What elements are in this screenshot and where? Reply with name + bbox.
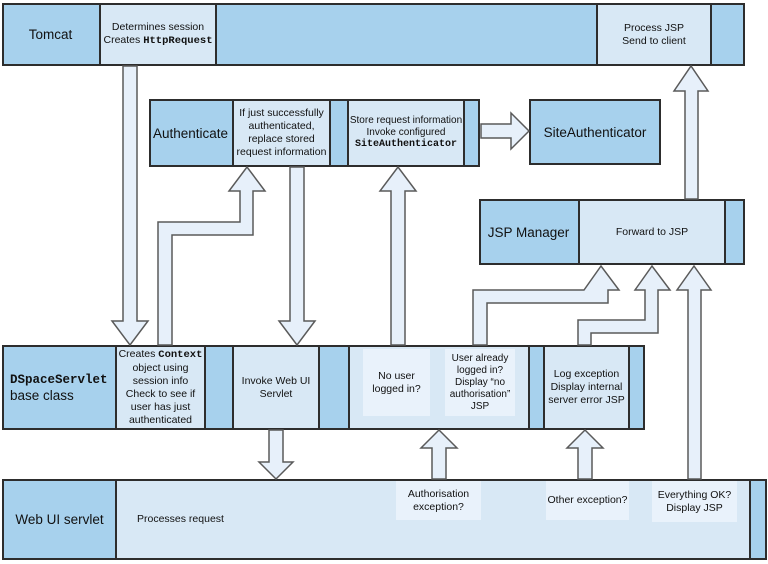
node-no-user-logged-in: No user logged in?	[363, 349, 430, 416]
webui-servlet-lane	[2, 479, 767, 560]
arrow-authorisation-exception-up	[419, 428, 459, 480]
arrow-authenticate-to-invoke-webui	[277, 166, 317, 347]
jsp-manager-label: JSP Manager	[487, 224, 570, 240]
arrow-store-to-site-authenticator	[480, 111, 531, 151]
tomcat-label: Tomcat	[28, 27, 73, 42]
arrow-user-already-to-jsp-manager	[472, 264, 621, 346]
node-invoke-webui-servlet: Invoke Web UI Servlet	[232, 345, 320, 430]
arrow-tomcat-to-creates-context	[110, 65, 150, 347]
node-authorisation-exception: Authorisation exception?	[396, 481, 481, 520]
arrow-everything-ok-to-jsp-manager	[675, 264, 713, 480]
webui-lane-right-strip	[749, 481, 765, 558]
arrow-log-exception-to-jsp-manager	[577, 264, 672, 346]
arrow-no-user-to-store-request	[378, 165, 418, 346]
node-creates-context: Creates Context object using session inf…	[115, 345, 206, 430]
arrow-invoke-to-webui-lane	[257, 429, 295, 481]
node-store-request-info: Store request information Invoke configu…	[347, 99, 465, 167]
authenticate-label: Authenticate	[152, 125, 229, 141]
node-log-exception: Log exception Display internal server er…	[543, 345, 630, 430]
determines-line1: Determines session	[111, 21, 205, 33]
processes-request-text: Processes request	[137, 513, 224, 525]
node-process-jsp: Process JSP Send to client	[596, 3, 712, 66]
node-site-authenticator: SiteAuthenticator	[529, 99, 661, 165]
dspaceservlet-label: DSpaceServlet base class	[10, 372, 108, 403]
dspaceservlet-lane	[2, 345, 645, 430]
webui-servlet-label: Web UI servlet	[4, 481, 117, 558]
arrow-creates-context-to-authenticate	[157, 165, 267, 346]
node-forward-to-jsp: Forward to JSP	[578, 199, 726, 265]
node-determines-session: Determines session Creates HttpRequest	[99, 3, 217, 66]
arrow-forward-to-process-jsp	[672, 64, 710, 200]
node-user-already-logged-in: User already logged in? Display “no auth…	[445, 349, 515, 416]
node-everything-ok: Everything OK? Display JSP	[652, 481, 737, 522]
node-other-exception: Other exception?	[546, 481, 629, 520]
node-if-just-authenticated: If just successfully authenticated, repl…	[232, 99, 331, 167]
arrow-other-exception-to-log-exception	[565, 428, 605, 480]
determines-line2: Creates HttpRequest	[103, 34, 213, 47]
